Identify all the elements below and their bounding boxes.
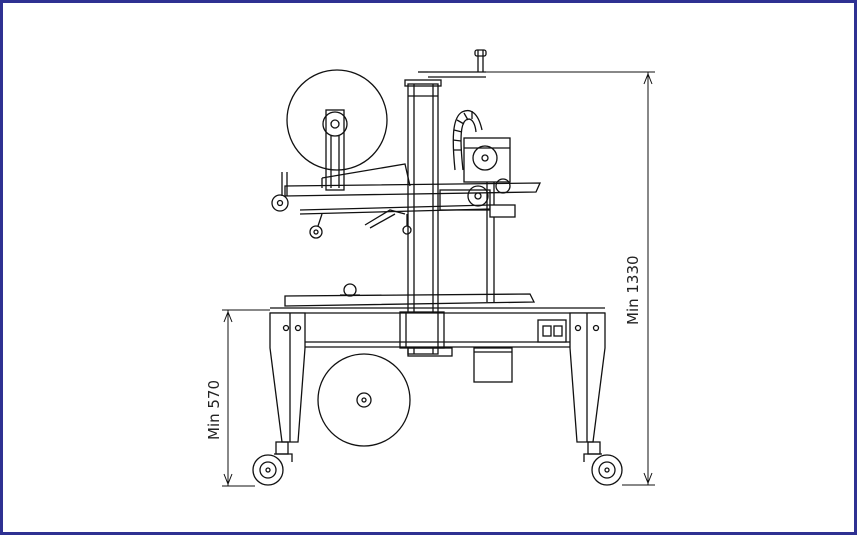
right-caster bbox=[583, 441, 623, 486]
dimension-table-height bbox=[222, 309, 270, 487]
dimension-label-total-height: Min 1330 bbox=[624, 255, 642, 325]
dimension-total-height bbox=[486, 71, 655, 486]
upper-taping-head bbox=[271, 163, 542, 239]
flexible-hose bbox=[452, 109, 483, 171]
central-column bbox=[399, 79, 453, 357]
lower-tape-roll bbox=[317, 353, 411, 447]
control-box bbox=[473, 347, 513, 383]
left-caster bbox=[252, 441, 293, 486]
crank-handle bbox=[418, 49, 487, 78]
left-leg bbox=[269, 312, 306, 443]
table-bed bbox=[270, 283, 605, 348]
upper-tape-roll bbox=[286, 69, 388, 191]
dimension-label-table-height: Min 570 bbox=[205, 380, 223, 440]
right-leg bbox=[537, 312, 606, 443]
motor-gearbox bbox=[463, 137, 511, 302]
